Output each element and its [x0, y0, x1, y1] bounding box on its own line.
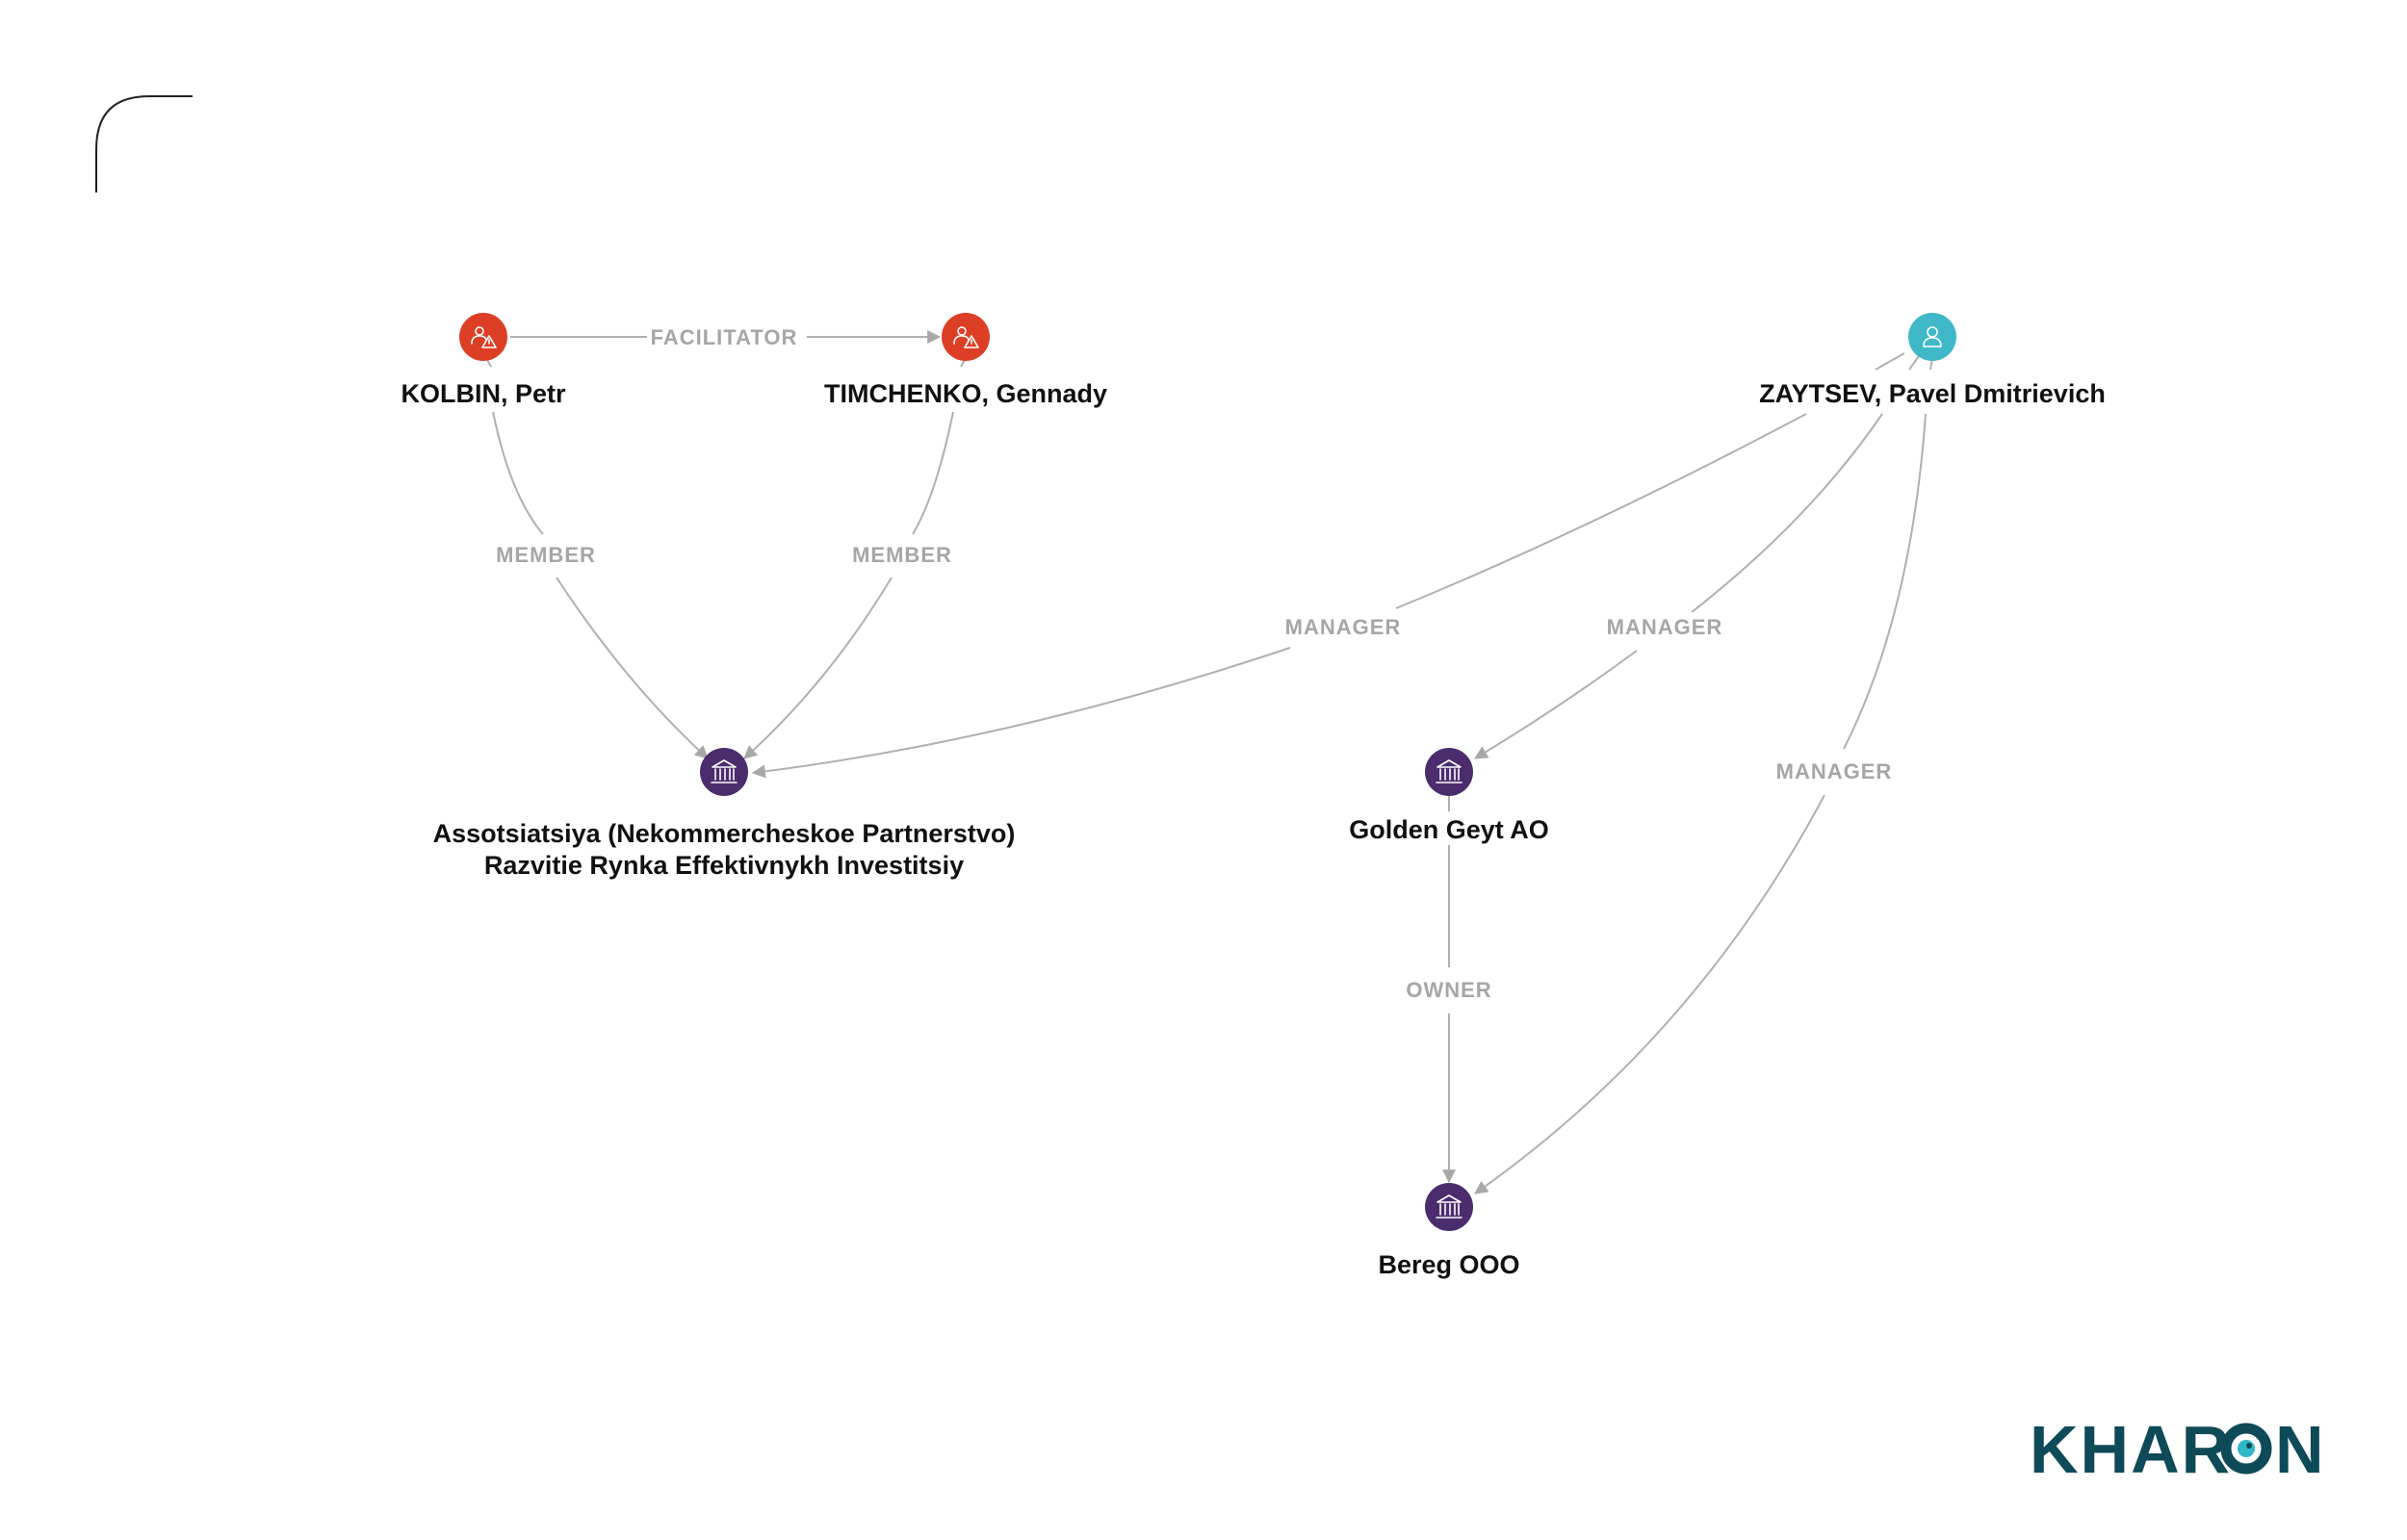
node-zaytsev[interactable]: ZAYTSEV, Pavel Dmitrievich	[1759, 313, 2106, 408]
eye-o-icon	[2220, 1423, 2272, 1475]
node-label: Bereg OOO	[1378, 1250, 1519, 1279]
logo-text-end: N	[2275, 1412, 2326, 1487]
node-kolbin[interactable]: KOLBIN, Petr	[401, 313, 566, 408]
entity-node[interactable]	[700, 748, 748, 796]
edge-member-kolbin: MEMBER	[485, 357, 709, 759]
edge-manager-assotsiatsiya: MANAGER	[751, 352, 1905, 779]
edge-label: OWNER	[1406, 978, 1491, 1002]
entity-node[interactable]	[1425, 1183, 1473, 1231]
edge-facilitator: FACILITATOR	[510, 325, 942, 349]
edge-manager-golden: MANAGER	[1474, 355, 1920, 759]
edge-label: MANAGER	[1285, 615, 1402, 639]
edge-label: MANAGER	[1776, 759, 1893, 783]
node-label: KOLBIN, Petr	[401, 379, 566, 408]
edge-owner: OWNER	[1406, 796, 1491, 1184]
logo-text-start: KHAR	[2030, 1412, 2232, 1487]
edge-label: MEMBER	[496, 543, 596, 567]
edge-manager-bereg: MANAGER	[1474, 357, 1933, 1194]
edges: FACILITATOR MEMBER MEMBER MANAGER MANAGE…	[485, 325, 1933, 1194]
node-timchenko[interactable]: TIMCHENKO, Gennady	[824, 313, 1107, 408]
node-label: ZAYTSEV, Pavel Dmitrievich	[1759, 379, 2106, 408]
node-golden-geyt[interactable]: Golden Geyt AO	[1349, 748, 1549, 844]
node-label-line-2: Razvitie Rynka Effektivnykh Investitsiy	[484, 851, 964, 880]
edge-label: MANAGER	[1607, 615, 1723, 639]
kharon-logo: KHAR N	[2030, 1412, 2326, 1487]
node-label-line-1: Assotsiatsiya (Nekommercheskoe Partnerst…	[433, 819, 1016, 848]
corner-bracket	[95, 95, 193, 192]
node-label: TIMCHENKO, Gennady	[824, 379, 1107, 408]
node-label: Golden Geyt AO	[1349, 815, 1549, 844]
edge-member-timchenko: MEMBER	[743, 357, 967, 759]
node-assotsiatsiya[interactable]: Assotsiatsiya (Nekommercheskoe Partnerst…	[433, 748, 1016, 880]
edge-label: FACILITATOR	[651, 325, 798, 349]
entity-node[interactable]	[1425, 748, 1473, 796]
node-bereg[interactable]: Bereg OOO	[1378, 1183, 1520, 1279]
nodes: KOLBIN, Petr TIMCHENKO, Gennady ZAYTSEV,…	[401, 313, 2106, 1279]
edge-label: MEMBER	[852, 543, 952, 567]
